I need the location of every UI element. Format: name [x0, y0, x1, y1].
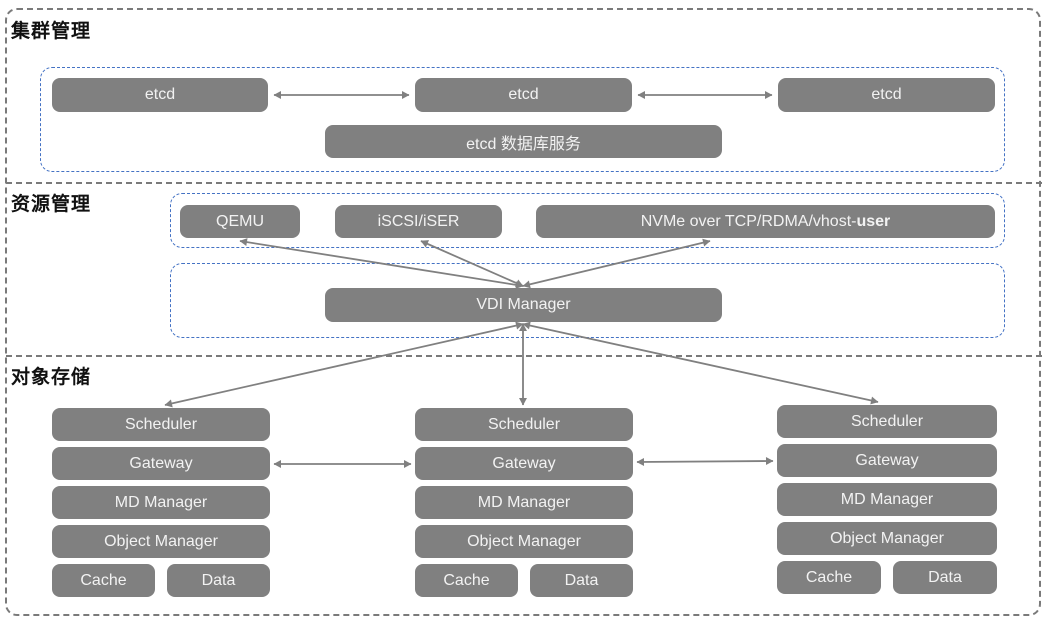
nvme-label-bold: user [856, 212, 891, 230]
etcd-node-3: etcd [778, 78, 995, 112]
cache-node-1: Cache [52, 564, 155, 597]
section-title-cluster-management: 集群管理 [11, 21, 92, 42]
md-manager-node-1: MD Manager [52, 486, 270, 519]
nvme-node: NVMe over TCP/RDMA/vhost-user [536, 205, 995, 238]
gateway-node-2: Gateway [415, 447, 633, 480]
section-divider-2 [6, 355, 1042, 357]
section-title-object-storage: 对象存储 [11, 367, 92, 388]
data-node-1: Data [167, 564, 270, 597]
storage-stack-2: Scheduler Gateway MD Manager Object Mana… [415, 408, 633, 597]
object-manager-node-1: Object Manager [52, 525, 270, 558]
nvme-label-prefix: NVMe over TCP/RDMA/vhost- [640, 212, 857, 230]
object-manager-node-2: Object Manager [415, 525, 633, 558]
md-manager-node-2: MD Manager [415, 486, 633, 519]
qemu-node: QEMU [180, 205, 300, 238]
data-node-2: Data [530, 564, 633, 597]
etcd-database-service: etcd 数据库服务 [325, 125, 722, 158]
cache-node-2: Cache [415, 564, 518, 597]
scheduler-node-3: Scheduler [777, 405, 997, 438]
storage-stack-1: Scheduler Gateway MD Manager Object Mana… [52, 408, 270, 597]
md-manager-node-3: MD Manager [777, 483, 997, 516]
etcd-cluster-group [40, 67, 1005, 172]
etcd-node-2: etcd [415, 78, 632, 112]
data-node-3: Data [893, 561, 997, 594]
storage-stack-3: Scheduler Gateway MD Manager Object Mana… [777, 405, 997, 594]
iscsi-iser-node: iSCSI/iSER [335, 205, 502, 238]
vdi-manager-node: VDI Manager [325, 288, 722, 322]
section-title-resource-management: 资源管理 [11, 194, 92, 215]
gateway-node-1: Gateway [52, 447, 270, 480]
diagram-outer-border [5, 8, 1041, 616]
etcd-node-1: etcd [52, 78, 268, 112]
cache-node-3: Cache [777, 561, 881, 594]
scheduler-node-1: Scheduler [52, 408, 270, 441]
gateway-node-3: Gateway [777, 444, 997, 477]
object-manager-node-3: Object Manager [777, 522, 997, 555]
section-divider-1 [6, 182, 1042, 184]
scheduler-node-2: Scheduler [415, 408, 633, 441]
